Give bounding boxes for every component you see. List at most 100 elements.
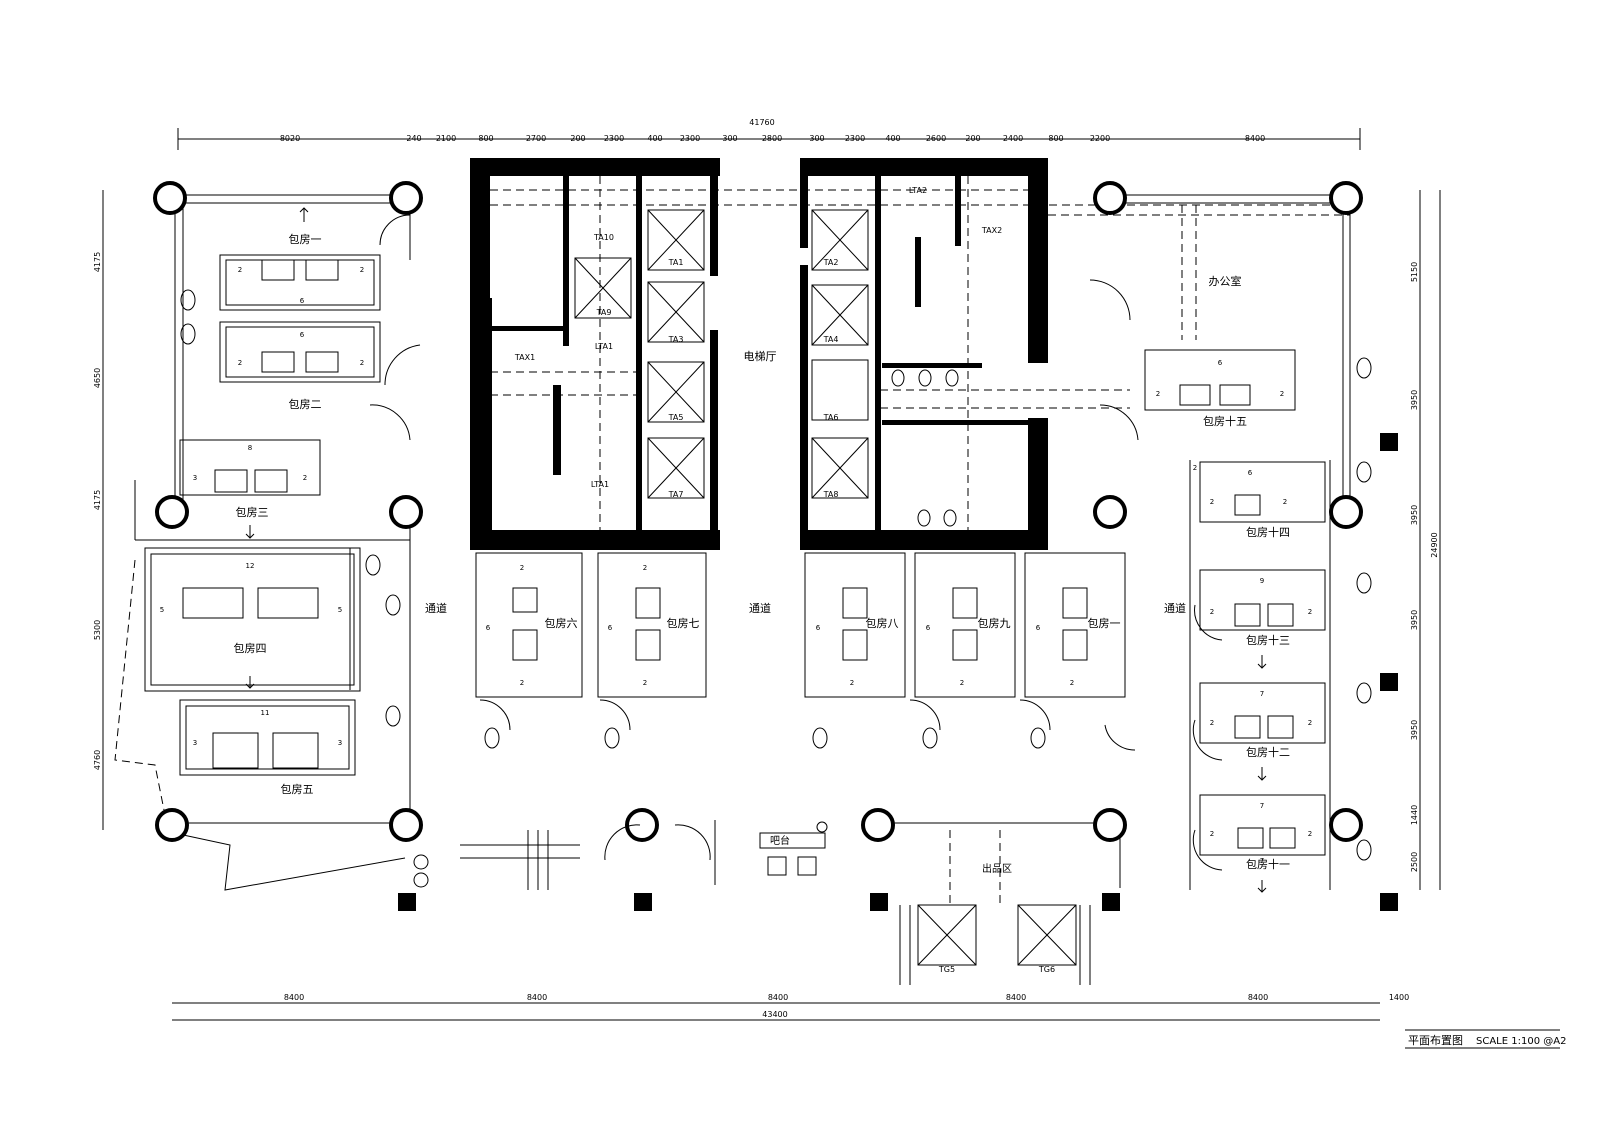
seat-count: 2 <box>1210 830 1214 838</box>
dim-overall-top: 41760 <box>749 118 774 127</box>
drawing-scale: SCALE 1:100 @A2 <box>1476 1036 1566 1047</box>
seat-count: 6 <box>926 624 931 632</box>
elevator-cabs <box>574 209 1077 966</box>
elevator-labels: TA10 TA1 TA9 TA3 TAX1 LTA1 TA5 LTA1 TA7 … <box>514 186 1055 974</box>
seat-count: 8 <box>248 444 252 452</box>
room-label-exit: 出品区 <box>982 862 1012 875</box>
elevator-label: TG6 <box>1038 965 1055 974</box>
elevator-label: TA1 <box>668 258 684 267</box>
seat-count: 2 <box>1210 498 1214 506</box>
seat-count: 2 <box>1210 719 1214 727</box>
dim-labels-top: 41760 8020 240 2100 800 2700 200 2300 40… <box>280 118 1265 143</box>
seat-count: 2 <box>643 679 647 687</box>
dim-bottom: 8400 <box>284 993 304 1002</box>
dim-top: 800 <box>1048 134 1063 143</box>
seat-count: 6 <box>1218 359 1223 367</box>
room-label-r3: 包房三 <box>236 506 269 519</box>
dimension-lines <box>102 128 1441 1021</box>
column-square <box>398 893 416 911</box>
room-labels: 包房一 包房二 包房三 包房四 包房五 包房六 包房七 包房八 包房九 包房一 … <box>234 233 1291 875</box>
column-square <box>1380 893 1398 911</box>
dim-top: 2400 <box>1003 134 1023 143</box>
column <box>625 808 659 842</box>
column <box>155 495 189 529</box>
dim-right: 3950 <box>1410 720 1419 740</box>
dim-top: 2300 <box>680 134 700 143</box>
elevator-label: TG5 <box>938 965 955 974</box>
seat-count: 3 <box>193 739 197 747</box>
room-label-r1: 包房一 <box>289 233 322 246</box>
seat-count: 5 <box>160 606 164 614</box>
dining-tables <box>182 259 1296 849</box>
dim-top: 400 <box>647 134 662 143</box>
seat-count: 2 <box>1280 390 1284 398</box>
dim-left: 5300 <box>93 620 102 640</box>
seat-count: 6 <box>300 297 305 305</box>
seat-count: 2 <box>1156 390 1160 398</box>
shaft-dashed-grid <box>490 176 1350 905</box>
seat-count: 7 <box>1260 857 1264 865</box>
elevator-label: TA7 <box>668 490 684 499</box>
seat-count: 12 <box>246 562 255 570</box>
dim-right: 1440 <box>1410 805 1419 825</box>
column <box>389 808 423 842</box>
entry-arrows <box>240 207 1267 893</box>
elevator-label: TA2 <box>823 258 839 267</box>
column-square <box>1380 433 1398 451</box>
seat-count: 2 <box>520 564 524 572</box>
dim-top: 8020 <box>280 134 300 143</box>
seat-count: 2 <box>360 266 364 274</box>
dim-overall-bottom: 43400 <box>762 1010 787 1019</box>
dim-top: 200 <box>965 134 980 143</box>
seat-count: 2 <box>1283 498 1287 506</box>
column <box>1093 181 1127 215</box>
seat-counts: 2 2 6 6 2 2 8 3 2 12 5 5 11 3 3 6 2 2 6 … <box>160 266 1312 865</box>
dim-top: 2300 <box>604 134 624 143</box>
dim-top: 2800 <box>762 134 782 143</box>
seat-count: 2 <box>850 679 854 687</box>
column-square <box>870 893 888 911</box>
seat-count: 11 <box>261 709 270 717</box>
room-partitions <box>144 254 1331 890</box>
dim-labels-bottom: 8400 8400 8400 8400 8400 1400 43400 <box>284 993 1409 1019</box>
room-label-bar: 吧台 <box>770 834 790 847</box>
dim-right: 3950 <box>1410 505 1419 525</box>
room-label-r6: 包房六 <box>545 617 578 630</box>
room-label-r5: 包房五 <box>281 783 314 796</box>
column <box>153 181 187 215</box>
dim-bottom: 8400 <box>1006 993 1026 1002</box>
seat-count: 7 <box>1260 690 1264 698</box>
dim-top: 2200 <box>1090 134 1110 143</box>
bar-counter <box>759 821 828 876</box>
seat-count: 3 <box>193 474 197 482</box>
column <box>155 808 189 842</box>
column <box>389 181 423 215</box>
elevator-label: LTA1 <box>591 480 609 489</box>
elevator-label: LTA1 <box>595 342 613 351</box>
dim-bottom: 1400 <box>1389 993 1409 1002</box>
seat-count: 2 <box>1308 719 1312 727</box>
door-swings <box>369 214 1223 871</box>
seat-count: 6 <box>816 624 821 632</box>
drawing-title: 平面布置图 <box>1408 1034 1463 1047</box>
room-label-r12: 包房十二 <box>1246 745 1290 759</box>
room-label-r15: 包房十五 <box>1203 414 1247 428</box>
dim-top: 2700 <box>526 134 546 143</box>
seat-count: 2 <box>238 266 242 274</box>
dim-labels-right: 5150 3950 3950 3950 3950 1440 2500 24900 <box>1410 262 1439 872</box>
column <box>1093 495 1127 529</box>
column <box>1093 808 1127 842</box>
seat-count: 2 <box>1308 830 1312 838</box>
column <box>1329 808 1363 842</box>
room-label-r4: 包房四 <box>234 642 267 655</box>
room-label-r13: 包房十三 <box>1246 633 1290 647</box>
dim-top: 400 <box>885 134 900 143</box>
dim-bottom: 8400 <box>527 993 547 1002</box>
seat-count: 6 <box>1036 624 1041 632</box>
seat-count: 2 <box>238 359 242 367</box>
dim-left: 4760 <box>93 750 102 770</box>
stair-lines <box>460 820 1091 985</box>
dim-top: 800 <box>478 134 493 143</box>
column <box>1329 495 1363 529</box>
